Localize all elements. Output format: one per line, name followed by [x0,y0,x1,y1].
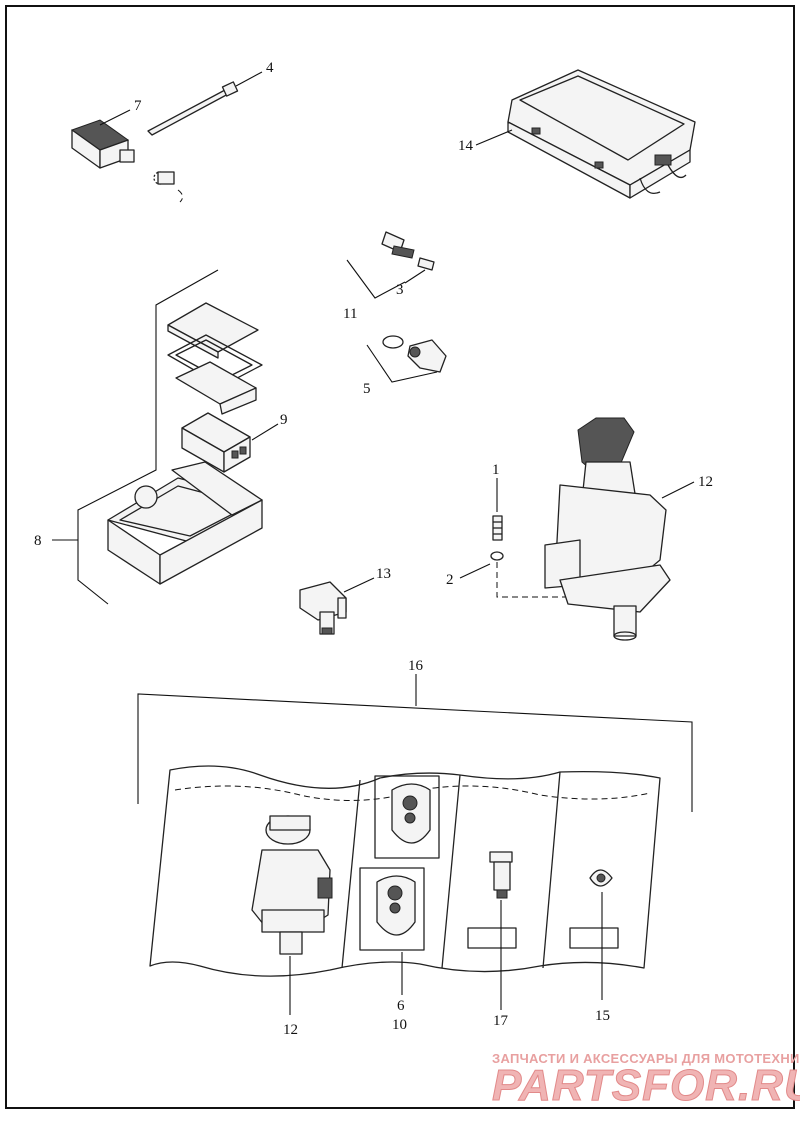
callout-12-bottom: 12 [283,1022,298,1038]
control-module-illustration [507,69,696,199]
callout-8: 8 [34,533,42,549]
watermark-tagline: ЗАПЧАСТИ И АКСЕССУАРЫ ДЛЯ МОТОТЕХНИКИ [492,1051,800,1066]
watermark-logo: PARTSFOR.RU [492,1061,800,1110]
sensor-13-illustration [299,581,347,635]
callout-7: 7 [134,98,142,114]
callout-10: 10 [392,1017,407,1033]
kit-16-bracket [137,693,693,812]
cable-tie-illustration [147,81,239,136]
callout-1: 1 [492,462,500,478]
sensor-11-illustration [381,231,435,271]
callout-15: 15 [595,1008,610,1024]
bracket-8 [77,269,219,605]
callout-9: 9 [280,412,288,428]
plug-5-illustration [382,335,447,373]
callout-16: 16 [408,658,424,674]
kit-ignition-switch-illustration [251,815,333,955]
callout-17: 17 [493,1013,509,1029]
kit-16-banner [149,765,661,977]
kit-part-15-illustration [569,869,619,949]
diagram-frame [5,5,795,1109]
callout-13: 13 [376,566,391,582]
callout-4: 4 [266,60,274,76]
screw-1-illustration [490,515,504,561]
kit-switch-17-illustration [467,851,517,949]
callout-2: 2 [446,572,454,588]
callout-5: 5 [363,381,371,397]
callout-14: 14 [458,138,474,154]
callout-12-top: 12 [698,474,713,490]
callout-11: 11 [343,306,357,322]
callout-6: 6 [397,998,405,1014]
key-fob-illustration [359,775,440,951]
enclosure-parts-illustration [107,302,263,585]
connector-7-illustration [70,119,184,203]
ignition-switch-illustration [544,417,671,641]
callout-3: 3 [396,282,404,298]
